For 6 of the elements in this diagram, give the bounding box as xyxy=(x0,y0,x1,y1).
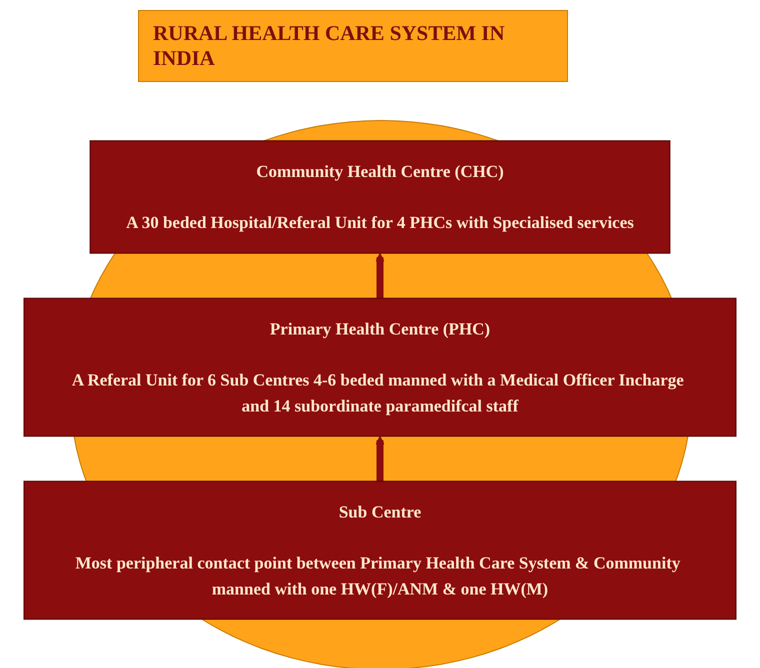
arrow xyxy=(376,436,384,482)
node-box: Primary Health Centre (PHC) A Referal Unit for 6 Sub Centres 4-6 beded manned with a Medical Officer Incharge and 14 subordinate paramedifcal staff xyxy=(24,298,736,437)
title: RURAL HEALTH CARE SYSTEM IN INDIA xyxy=(138,10,568,82)
node-box: Sub Centre Most peripheral contact point between Primary Health Care System & Community manned with one HW(F)/ANM & one HW(M) xyxy=(24,480,736,620)
arrow xyxy=(376,252,384,298)
node-box: Community Health Centre (CHC) A 30 beded Hospital/Referal Unit for 4 PHCs with Specialised services xyxy=(90,140,670,254)
